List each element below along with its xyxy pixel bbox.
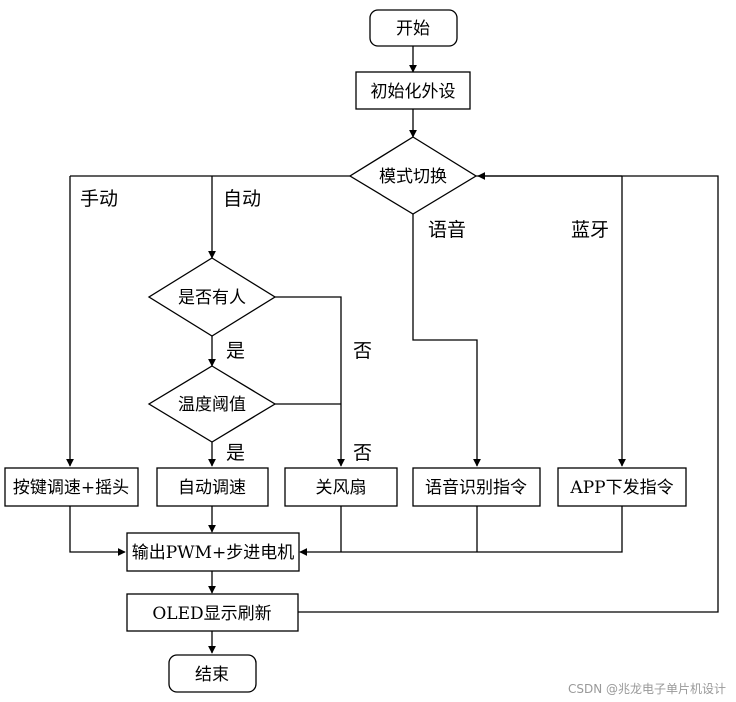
- label-auto: 自动: [223, 188, 261, 210]
- node-fan-off-label: 关风扇: [316, 478, 367, 498]
- node-manual-speed-label: 按键调速+摇头: [13, 478, 129, 498]
- node-auto-speed-label: 自动调速: [178, 478, 246, 498]
- node-mode-switch: 模式切换: [348, 136, 478, 215]
- node-temp-threshold: 温度阈值: [147, 365, 277, 443]
- node-app-cmd-label: APP下发指令: [569, 478, 673, 498]
- edge-voice: [412, 214, 481, 467]
- node-init: 初始化外设: [355, 71, 471, 110]
- node-start: 开始: [369, 9, 458, 47]
- node-end-label: 结束: [195, 665, 229, 685]
- edge-loop-back: [298, 172, 719, 613]
- node-output-motor-label: 输出PWM+步进电机: [132, 543, 295, 563]
- watermark: CSDN @兆龙电子单片机设计: [568, 682, 726, 696]
- label-yes-person: 是: [226, 340, 245, 362]
- edge-app-output: [299, 506, 623, 556]
- node-voice-cmd: 语音识别指令: [412, 467, 541, 507]
- node-init-label: 初始化外设: [371, 82, 456, 102]
- node-has-person: 是否有人: [147, 257, 277, 337]
- node-voice-cmd-label: 语音识别指令: [425, 478, 527, 498]
- node-temp-threshold-label: 温度阈值: [178, 395, 246, 415]
- node-end: 结束: [168, 654, 257, 693]
- label-no-temp: 否: [353, 442, 372, 464]
- node-start-label: 开始: [396, 19, 430, 39]
- node-mode-switch-label: 模式切换: [379, 167, 447, 187]
- label-no-person: 否: [353, 340, 372, 362]
- node-manual-speed: 按键调速+摇头: [4, 467, 139, 507]
- node-output-motor: 输出PWM+步进电机: [126, 532, 300, 572]
- label-bluetooth: 蓝牙: [571, 219, 609, 241]
- node-fan-off: 关风扇: [284, 467, 398, 507]
- node-oled-refresh: OLED显示刷新: [126, 593, 299, 632]
- label-manual: 手动: [80, 188, 118, 210]
- label-voice: 语音: [428, 219, 466, 241]
- edges: [66, 46, 719, 654]
- edge-person-no: [275, 296, 345, 467]
- node-oled-refresh-label: OLED显示刷新: [152, 604, 271, 624]
- edge-manual-output: [69, 506, 126, 556]
- label-yes-temp: 是: [226, 442, 245, 464]
- node-has-person-label: 是否有人: [178, 288, 246, 308]
- node-auto-speed: 自动调速: [156, 467, 269, 507]
- node-app-cmd: APP下发指令: [557, 467, 687, 507]
